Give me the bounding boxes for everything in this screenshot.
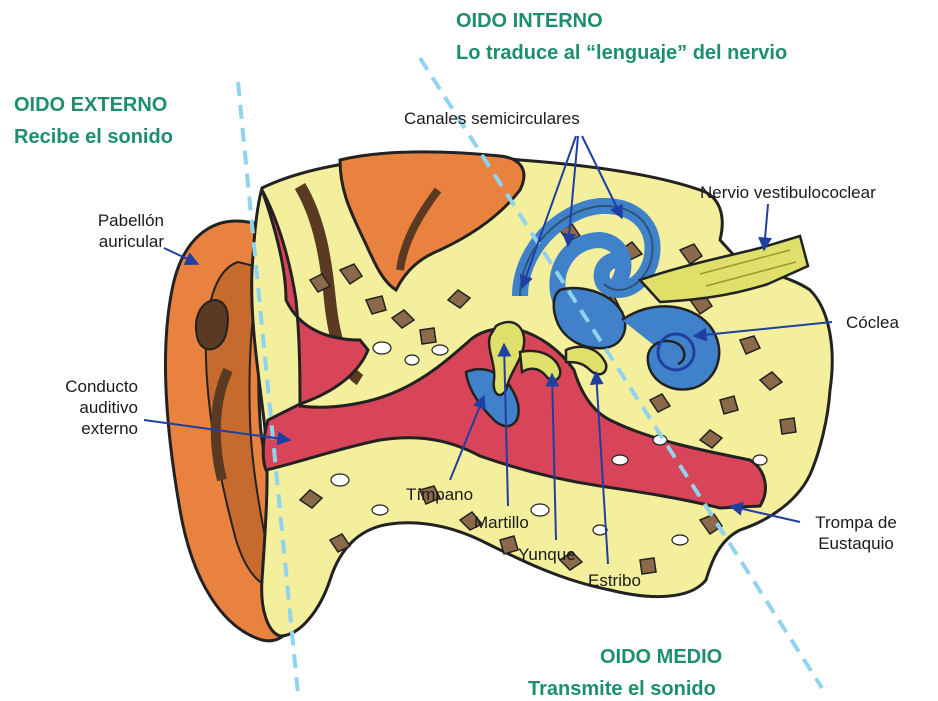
label-trompa-de-eustaquio: Trompa de Eustaquio xyxy=(800,512,912,554)
arrow-nervio xyxy=(764,204,768,250)
zone-interno-title: OIDO INTERNO xyxy=(456,8,603,34)
label-pabellon-auricular: Pabellón auricular xyxy=(48,210,164,252)
label-timpano: Tímpano xyxy=(406,484,473,505)
label-canales-semicirculares: Canales semicirculares xyxy=(404,108,580,129)
label-conducto-auditivo-externo: Conducto auditivo externo xyxy=(20,376,138,439)
zone-medio-title: OIDO MEDIO xyxy=(600,644,722,670)
zone-medio-subtitle: Transmite el sonido xyxy=(528,676,716,701)
label-yunque: Yunque xyxy=(518,544,576,565)
label-martillo: Martillo xyxy=(474,512,529,533)
label-nervio-vestibulococlear: Nervio vestibulococlear xyxy=(700,182,876,203)
label-coclea: Cóclea xyxy=(846,312,899,333)
label-estribo: Estribo xyxy=(588,570,641,591)
zone-externo-title: OIDO EXTERNO xyxy=(14,92,167,118)
zone-externo-subtitle: Recibe el sonido xyxy=(14,124,173,150)
zone-interno-subtitle: Lo traduce al “lenguaje” del nervio xyxy=(456,40,787,66)
